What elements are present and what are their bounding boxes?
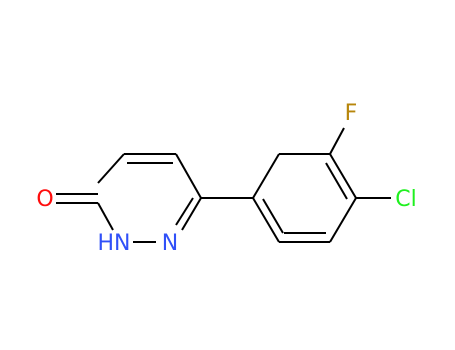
bond-c3-c4 <box>97 153 125 184</box>
nh-atom-label: HN <box>98 231 131 256</box>
bond-ph1-ph2 <box>252 153 280 199</box>
oxygen-atom-label: O <box>36 187 53 212</box>
bond-n2-c3 <box>97 202 114 231</box>
nitrogen-atom-label: N <box>162 231 178 256</box>
bond-ph3-ph4 <box>329 153 357 199</box>
bond-ph4-ph5 <box>329 197 357 243</box>
bond-c6-n1 <box>181 197 202 231</box>
bond-c6-n1-inner <box>175 197 194 226</box>
bond-ph3-ph4-inner <box>325 162 348 200</box>
fluorine-atom-label: F <box>345 101 358 126</box>
chlorine-atom-label: Cl <box>395 187 416 212</box>
bond-ph6-ph1 <box>252 197 280 243</box>
bond-c5-c6 <box>175 153 202 199</box>
bond-ph6-ph1-inner <box>262 198 284 234</box>
bond-c-f <box>329 127 345 155</box>
